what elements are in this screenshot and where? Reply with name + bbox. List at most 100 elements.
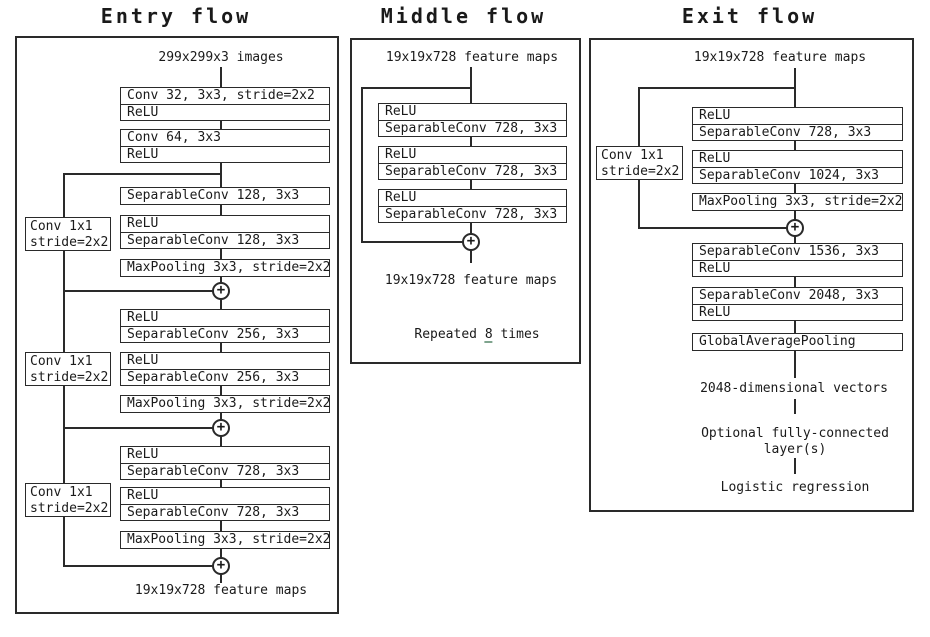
entry-layer-box-sepconv128b: ReLU SeparableConv 128, 3x3: [120, 215, 330, 249]
exit-layer-box-sepconv1536: SeparableConv 1536, 3x3 ReLU: [692, 243, 903, 277]
add-merge-icon: +: [212, 282, 230, 300]
exit-fc-label-line2: layer(s): [763, 442, 827, 457]
layer-label: Conv 64, 3x3: [127, 130, 221, 145]
repeat-prefix: Repeated: [414, 327, 485, 342]
skip-conv-label: stride=2x2: [30, 500, 109, 516]
layer-label: GlobalAveragePooling: [699, 334, 856, 349]
layer-label: ReLU: [385, 190, 417, 205]
middle-layer-box-3: ReLU SeparableConv 728, 3x3: [378, 189, 567, 223]
skip-conv-label: stride=2x2: [30, 369, 109, 385]
entry-skip-branch-line: [64, 173, 221, 175]
layer-label: MaxPooling 3x3, stride=2x2: [699, 194, 902, 209]
skip-conv-label: stride=2x2: [30, 234, 109, 250]
exit-skip-tap-line: [639, 227, 787, 229]
skip-conv-label: stride=2x2: [601, 163, 680, 179]
exit-flow-panel: [589, 38, 914, 512]
exit-connector-line-2: [794, 458, 796, 474]
layer-label: SeparableConv 1024, 3x3: [693, 166, 902, 184]
entry-flow-panel: [15, 36, 339, 614]
layer-label: ReLU: [127, 447, 159, 462]
middle-layer-box-2: ReLU SeparableConv 728, 3x3: [378, 146, 567, 180]
exit-layer-box-globalavgpool: GlobalAveragePooling: [692, 333, 903, 351]
middle-flow-title: Middle flow: [380, 4, 547, 28]
layer-label: ReLU: [121, 145, 329, 163]
middle-repeat-label: Repeated 8 times: [414, 327, 540, 343]
middle-output-label: 19x19x728 feature maps: [384, 273, 558, 288]
add-merge-icon: +: [212, 419, 230, 437]
middle-skip-tap-line: [362, 241, 463, 243]
layer-label: SeparableConv 128, 3x3: [121, 231, 329, 249]
add-merge-icon: +: [462, 233, 480, 251]
middle-skip-branch-line: [362, 87, 470, 89]
layer-label: SeparableConv 728, 3x3: [379, 119, 566, 137]
layer-label: SeparableConv 256, 3x3: [121, 368, 329, 386]
entry-layer-box-maxpool2: MaxPooling 3x3, stride=2x2: [120, 395, 330, 413]
layer-label: MaxPooling 3x3, stride=2x2: [127, 396, 329, 411]
layer-label: SeparableConv 728, 3x3: [693, 123, 902, 141]
entry-flow-title: Entry flow: [100, 4, 252, 28]
skip-conv-label: Conv 1x1: [30, 485, 93, 500]
layer-label: ReLU: [127, 310, 159, 325]
exit-layer-box-sepconv1024: ReLU SeparableConv 1024, 3x3: [692, 150, 903, 184]
exit-connector-line-1: [794, 399, 796, 414]
entry-skip-conv-box-2: Conv 1x1 stride=2x2: [25, 352, 111, 386]
layer-label: Conv 32, 3x3, stride=2x2: [127, 88, 315, 103]
entry-layer-box-sepconv128a: SeparableConv 128, 3x3: [120, 187, 330, 205]
middle-layer-box-1: ReLU SeparableConv 728, 3x3: [378, 103, 567, 137]
layer-label: SeparableConv 728, 3x3: [121, 462, 329, 480]
layer-label: SeparableConv 728, 3x3: [379, 205, 566, 223]
middle-input-label: 19x19x728 feature maps: [385, 50, 559, 65]
exit-input-label: 19x19x728 feature maps: [693, 50, 867, 65]
entry-layer-box-maxpool1: MaxPooling 3x3, stride=2x2: [120, 259, 330, 277]
entry-layer-box-sepconv728b: ReLU SeparableConv 728, 3x3: [120, 487, 330, 521]
layer-label: SeparableConv 728, 3x3: [379, 162, 566, 180]
exit-logistic-label: Logistic regression: [720, 480, 870, 495]
exit-layer-box-sepconv2048: SeparableConv 2048, 3x3 ReLU: [692, 287, 903, 321]
middle-skip-rail-line: [361, 87, 363, 243]
layer-label: MaxPooling 3x3, stride=2x2: [127, 532, 329, 547]
entry-input-label: 299x299x3 images: [158, 50, 284, 65]
entry-skip-tap-line-3: [64, 565, 214, 567]
layer-label: MaxPooling 3x3, stride=2x2: [127, 260, 329, 275]
exit-skip-branch-line: [639, 87, 794, 89]
skip-conv-label: Conv 1x1: [30, 219, 93, 234]
layer-label: SeparableConv 2048, 3x3: [699, 288, 880, 303]
add-merge-icon: +: [212, 557, 230, 575]
entry-layer-box-sepconv728a: ReLU SeparableConv 728, 3x3: [120, 446, 330, 480]
repeat-suffix: times: [492, 327, 540, 342]
layer-label: ReLU: [121, 103, 329, 121]
layer-label: ReLU: [693, 303, 902, 321]
layer-label: SeparableConv 256, 3x3: [121, 325, 329, 343]
exit-vector-label: 2048-dimensional vectors: [700, 381, 888, 396]
layer-label: ReLU: [699, 151, 731, 166]
layer-label: ReLU: [693, 259, 902, 277]
add-merge-icon: +: [786, 219, 804, 237]
layer-label: ReLU: [127, 488, 159, 503]
entry-skip-conv-box-3: Conv 1x1 stride=2x2: [25, 483, 111, 517]
entry-skip-conv-box-1: Conv 1x1 stride=2x2: [25, 217, 111, 251]
entry-layer-box-maxpool3: MaxPooling 3x3, stride=2x2: [120, 531, 330, 549]
entry-layer-box-conv32: Conv 32, 3x3, stride=2x2 ReLU: [120, 87, 330, 121]
entry-skip-tap-line-2: [64, 427, 214, 429]
layer-label: ReLU: [699, 108, 731, 123]
exit-fc-label-line1: Optional fully-connected: [701, 426, 889, 441]
layer-label: SeparableConv 728, 3x3: [121, 503, 329, 521]
exit-layer-box-sepconv728: ReLU SeparableConv 728, 3x3: [692, 107, 903, 141]
layer-label: SeparableConv 1536, 3x3: [699, 244, 880, 259]
entry-layer-box-conv64: Conv 64, 3x3 ReLU: [120, 129, 330, 163]
layer-label: SeparableConv 128, 3x3: [127, 188, 300, 203]
skip-conv-label: Conv 1x1: [30, 354, 93, 369]
exit-layer-box-maxpool: MaxPooling 3x3, stride=2x2: [692, 193, 903, 211]
entry-output-label: 19x19x728 feature maps: [134, 583, 308, 598]
repeat-count: 8: [484, 327, 493, 343]
entry-layer-box-sepconv256b: ReLU SeparableConv 256, 3x3: [120, 352, 330, 386]
exit-flow-title: Exit flow: [681, 4, 818, 28]
layer-label: ReLU: [127, 353, 159, 368]
layer-label: ReLU: [385, 147, 417, 162]
layer-label: ReLU: [127, 216, 159, 231]
exit-skip-conv-box: Conv 1x1 stride=2x2: [596, 146, 683, 180]
middle-flow-panel: [350, 38, 581, 364]
entry-skip-tap-line-1: [64, 290, 214, 292]
entry-layer-box-sepconv256a: ReLU SeparableConv 256, 3x3: [120, 309, 330, 343]
